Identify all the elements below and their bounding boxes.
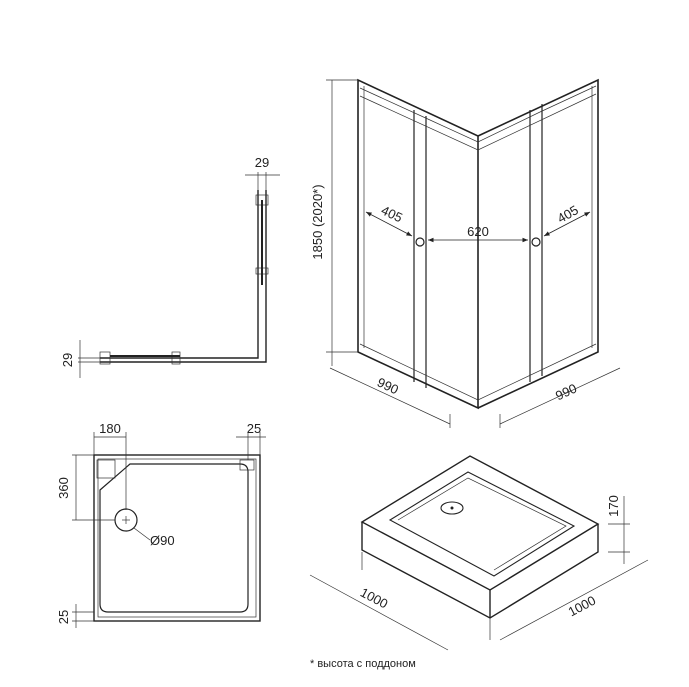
cabin-isometric-view: 1850 (2020*) 405 620 405 990 990 (310, 78, 621, 428)
tray-isometric-view: 170 1000 1000 (309, 455, 649, 651)
dim-base-left: 990 (375, 375, 401, 398)
dim-tray-width-left: 1000 (358, 585, 391, 612)
dim-height: 1850 (2020*) (310, 184, 325, 259)
dim-rim-top: 25 (247, 421, 261, 436)
dim-door-right: 405 (555, 202, 581, 226)
dim-tray-width-right: 1000 (566, 593, 599, 620)
dim-drain-offset: 180 (99, 421, 121, 436)
dim-tray-height: 170 (606, 495, 621, 517)
dim-rim-bottom: 25 (56, 610, 71, 624)
dim-side-wall: 29 (60, 353, 75, 367)
dim-base-right: 990 (553, 381, 579, 404)
tray-plan-view: 180 25 360 Ø90 25 (56, 421, 266, 628)
dim-drain-height: 360 (56, 477, 71, 499)
dim-drain-diameter: Ø90 (150, 533, 175, 548)
cabin-plan-view: 29 29 (60, 155, 280, 378)
dim-top-wall: 29 (255, 155, 269, 170)
footnote: * высота с поддоном (310, 658, 416, 670)
dim-door-middle: 620 (467, 224, 489, 239)
dim-door-left: 405 (379, 203, 405, 226)
